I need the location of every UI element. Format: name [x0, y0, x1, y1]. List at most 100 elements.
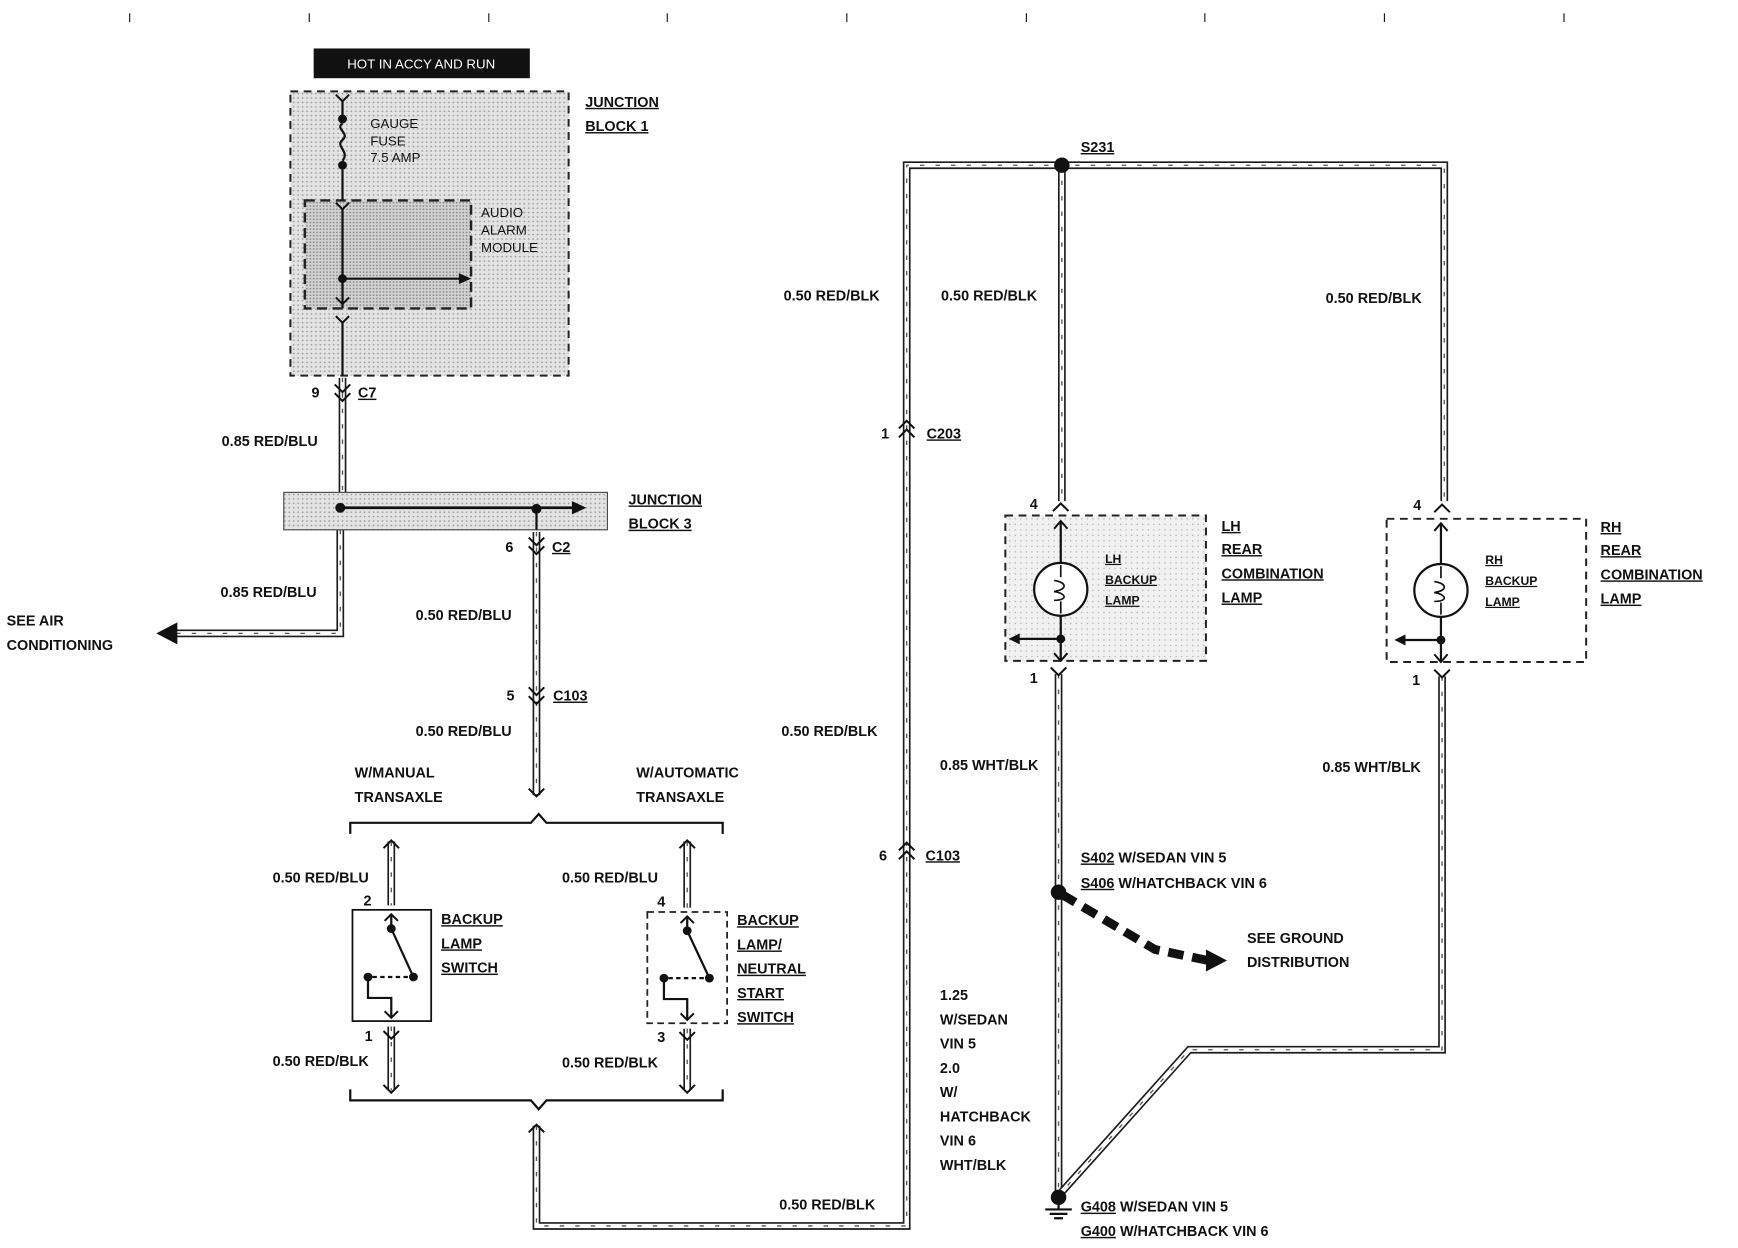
gauge-fuse-symbol: [335, 94, 350, 201]
wire-label: 0.85 RED/BLU: [222, 434, 318, 450]
rh-rear-combination-lamp: [1385, 517, 1588, 664]
connector-c7-name: C7: [358, 386, 376, 402]
connector-c203-name: C203: [927, 426, 961, 442]
connector-end-symbol: [528, 787, 545, 798]
connector-symbol: [1052, 501, 1070, 512]
connector-c103-right-symbol: [898, 841, 916, 860]
backup-lamp-switch-label: LAMP: [441, 936, 482, 952]
rh-backup-lamp-label: LAMP: [1485, 595, 1520, 609]
audio-alarm-module-box: [303, 199, 473, 310]
connector-c103-left-symbol: [528, 686, 545, 706]
wire-label: 0.85 RED/BLU: [221, 585, 317, 601]
wire-label: 0.50 RED/BLK: [941, 289, 1038, 305]
connector-c203-pin: 1: [881, 426, 889, 442]
see-ground-distribution-label: SEE GROUND: [1247, 931, 1344, 947]
rh-lamp-pin-bottom: 1: [1412, 673, 1420, 689]
lh-backup-lamp-label: LAMP: [1105, 594, 1140, 608]
ground-g400-id: G400: [1081, 1224, 1116, 1240]
rh-rear-combination-lamp-label: LAMP: [1601, 592, 1642, 608]
wire-label: 0.50 RED/BLK: [1326, 291, 1423, 307]
splice-s231-label: S231: [1081, 140, 1115, 156]
ground-wire-label: 2.0: [940, 1061, 960, 1077]
connector-symbol: [678, 1031, 696, 1042]
wire-label: 0.85 WHT/BLK: [940, 758, 1039, 774]
connector-c2-pin: 6: [505, 540, 513, 556]
junction-block-1-label: BLOCK 1: [585, 119, 648, 135]
lh-rear-combination-lamp-label: REAR: [1221, 542, 1262, 558]
ground-g400-note: W/HATCHBACK VIN 6: [1116, 1224, 1269, 1240]
ground-wire-label: W/: [940, 1085, 958, 1101]
rh-rear-combination-lamp-label: COMBINATION: [1601, 567, 1703, 583]
connector-c103-left-pin: 5: [507, 689, 515, 705]
wire-label: 0.50 RED/BLK: [781, 724, 878, 740]
connector-c203-symbol: [898, 419, 916, 438]
junction-block-1: [289, 90, 570, 377]
automatic-transaxle-label: TRANSAXLE: [636, 790, 724, 806]
neutral-start-switch-label: BACKUP: [737, 913, 799, 929]
wire-to-air-conditioning: [175, 530, 340, 634]
connector-c103-right-pin: 6: [879, 848, 887, 864]
wire-label: 0.50 RED/BLK: [562, 1055, 659, 1071]
splice-s402-id: S402: [1081, 851, 1115, 867]
ground-icon: [1045, 1189, 1072, 1220]
wire-label: 0.85 WHT/BLK: [1322, 760, 1421, 776]
rh-lamp-pin-top: 4: [1413, 498, 1421, 514]
fuse-label: GAUGE: [370, 116, 418, 131]
wire-label: 0.50 RED/BLU: [562, 870, 658, 886]
audio-alarm-module-label: AUDIO: [481, 205, 523, 220]
fuse-label: FUSE: [370, 133, 406, 148]
automatic-transaxle-label: W/AUTOMATIC: [636, 766, 739, 782]
junction-block-3-label: JUNCTION: [628, 493, 702, 509]
connector-c2-name: C2: [552, 540, 570, 556]
junction-block-3: [283, 491, 608, 531]
ground-wire-label: WHT/BLK: [940, 1158, 1007, 1174]
option-bracket-top: [349, 812, 724, 834]
backup-neutral-start-switch: [646, 911, 729, 1025]
neutral-start-switch-label: START: [737, 986, 784, 1002]
wire-label: 0.50 RED/BLU: [416, 608, 512, 624]
wire-label: 0.50 RED/BLK: [784, 289, 881, 305]
ground-g408-note: W/SEDAN VIN 5: [1116, 1200, 1228, 1216]
power-source-label: HOT IN ACCY AND RUN: [347, 56, 495, 71]
splice-s231-dot: [1054, 157, 1070, 173]
connector-end-symbol: [382, 839, 696, 1134]
connector-symbol: [1050, 666, 1068, 677]
connector-c103-right-name: C103: [926, 848, 960, 864]
rh-backup-lamp-label: RH: [1485, 553, 1503, 567]
connector-symbol: [1433, 669, 1451, 679]
lh-rear-combination-lamp: [1004, 514, 1207, 663]
neutral-start-switch-label: LAMP/: [737, 938, 782, 954]
ground-distribution-arrow: [1059, 890, 1228, 972]
lh-backup-lamp-label: BACKUP: [1105, 573, 1157, 587]
ground-wire-label: W/SEDAN: [940, 1012, 1008, 1028]
backup-lamp-switch-pin-bottom: 1: [365, 1029, 373, 1045]
splice-s406-id: S406: [1081, 876, 1115, 892]
sheet-ticks: [129, 13, 1565, 23]
audio-alarm-module-label: ALARM: [481, 223, 527, 238]
neutral-start-switch-pin-top: 4: [657, 895, 665, 911]
backup-lamp-switch-label: SWITCH: [441, 961, 498, 977]
connector-c2-symbol: [528, 536, 545, 556]
see-air-conditioning-label: CONDITIONING: [7, 638, 113, 654]
ground-wire-label: 1.25: [940, 988, 968, 1004]
connector-c7-symbol: [334, 383, 351, 403]
ground-g408-label: G408 W/SEDAN VIN 5: [1081, 1200, 1228, 1216]
junction-block-1-label: JUNCTION: [585, 95, 659, 111]
ground-wire-label: VIN 5: [940, 1037, 976, 1053]
connector-c7-pin: 9: [311, 386, 319, 402]
rh-backup-lamp-label: BACKUP: [1485, 574, 1537, 588]
neutral-start-switch-label: SWITCH: [737, 1010, 794, 1026]
ground-g400-label: G400 W/HATCHBACK VIN 6: [1081, 1224, 1269, 1240]
backup-lamp-switch: [351, 908, 433, 1022]
option-bracket-bottom: [349, 1089, 724, 1111]
wire-label: 0.50 RED/BLK: [779, 1197, 876, 1213]
rh-rear-combination-lamp-label: RH: [1601, 520, 1622, 536]
lh-rear-combination-lamp-label: LAMP: [1221, 591, 1262, 607]
splice-s402-label: S402 W/SEDAN VIN 5: [1081, 851, 1227, 867]
wire-label: 0.50 RED/BLK: [273, 1054, 370, 1070]
backup-lamp-switch-pin-top: 2: [364, 893, 372, 909]
ground-wire-label: HATCHBACK: [940, 1109, 1032, 1125]
splice-s406-note: W/HATCHBACK VIN 6: [1114, 876, 1267, 892]
see-ground-distribution-label: DISTRIBUTION: [1247, 955, 1349, 971]
